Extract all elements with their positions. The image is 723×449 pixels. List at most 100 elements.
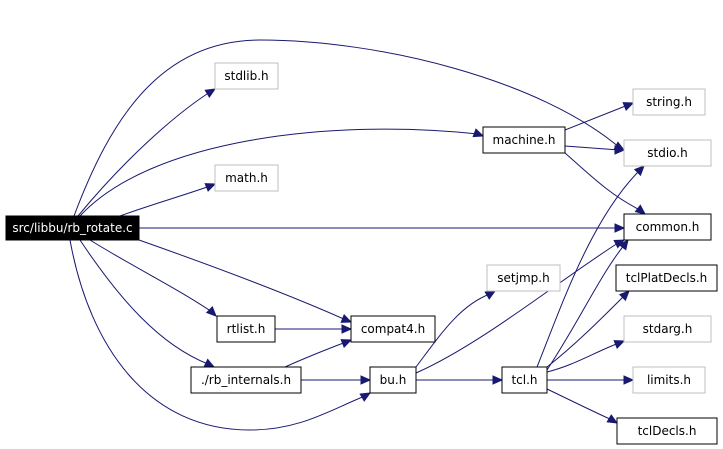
edge-rb_rotate-to-compat4 <box>138 239 353 323</box>
edge-bu-to-tcl <box>416 375 504 385</box>
arrow-head-icon <box>614 145 626 155</box>
arrow-head-icon <box>618 290 630 302</box>
arrow-head-icon <box>484 290 497 300</box>
arrow-head-icon <box>614 223 626 233</box>
edge-line <box>564 152 641 211</box>
arrow-head-icon <box>618 239 629 251</box>
node-compat4[interactable]: compat4.h <box>350 315 436 343</box>
node-box <box>623 213 712 241</box>
edge-rbint-to-bu <box>301 375 372 385</box>
arrow-head-icon <box>492 375 504 385</box>
node-string: string.h <box>632 88 706 116</box>
edge-line <box>138 239 347 321</box>
node-rbint[interactable]: ./rb_internals.h <box>190 366 302 394</box>
node-limits: limits.h <box>632 366 706 394</box>
edge-line <box>546 388 613 421</box>
node-box <box>632 366 706 394</box>
node-label: string.h <box>646 95 692 109</box>
node-label: machine.h <box>493 133 556 147</box>
node-tcl[interactable]: tcl.h <box>501 366 548 394</box>
node-label: src/libbu/rb_rotate.c <box>12 221 132 235</box>
node-rtlist[interactable]: rtlist.h <box>216 315 276 343</box>
edge-rb_rotate-to-bu <box>69 239 372 431</box>
node-box <box>214 164 279 192</box>
node-box <box>615 264 718 292</box>
edge-rb_rotate-to-stdlib <box>77 88 217 217</box>
node-label: tclDecls.h <box>638 424 697 438</box>
node-box <box>216 315 276 343</box>
node-box <box>5 215 140 241</box>
arrow-head-icon <box>203 358 216 368</box>
edge-bu-to-common <box>415 239 626 374</box>
edge-line <box>77 91 211 217</box>
edge-line <box>415 242 619 374</box>
node-tclplat[interactable]: tclPlatDecls.h <box>615 264 718 292</box>
edge-line <box>79 239 209 365</box>
node-box <box>190 366 302 394</box>
arrow-head-icon <box>340 339 353 348</box>
node-box <box>482 126 566 154</box>
edges-layer <box>69 39 646 431</box>
node-box <box>369 366 417 394</box>
edge-line <box>564 104 629 131</box>
edge-line <box>536 169 641 368</box>
arrow-head-icon <box>341 324 353 334</box>
edge-rbint-to-compat4 <box>284 339 353 368</box>
node-stdarg: stdarg.h <box>623 315 712 343</box>
edge-machine-to-common <box>564 152 646 215</box>
node-label: tclPlatDecls.h <box>626 271 708 285</box>
node-label: setjmp.h <box>497 271 549 285</box>
node-label: math.h <box>225 171 268 185</box>
node-box <box>486 264 561 292</box>
node-rb_rotate[interactable]: src/libbu/rb_rotate.c <box>5 215 140 241</box>
edge-machine-to-string <box>564 102 635 131</box>
edge-rb_rotate-to-math <box>119 183 217 217</box>
arrow-head-icon <box>472 128 485 138</box>
node-setjmp: setjmp.h <box>486 264 561 292</box>
edge-rb_rotate-to-common <box>139 223 626 233</box>
arrow-head-icon <box>634 204 646 215</box>
node-common[interactable]: common.h <box>623 213 712 241</box>
node-box <box>616 417 718 445</box>
node-label: tcl.h <box>511 373 537 387</box>
edge-line <box>415 293 491 368</box>
arrow-head-icon <box>633 165 645 177</box>
nodes-layer: src/libbu/rb_rotate.c stdlib.h math.h machi… <box>5 62 718 445</box>
node-label: stdlib.h <box>224 69 268 83</box>
node-label: compat4.h <box>361 322 425 336</box>
arrow-head-icon <box>205 305 217 317</box>
edge-rb_rotate-to-rtlist <box>89 239 217 317</box>
node-box <box>501 366 548 394</box>
edge-tcl-to-stdarg <box>546 340 626 373</box>
node-box <box>214 62 279 90</box>
node-stdlib: stdlib.h <box>214 62 279 90</box>
node-box <box>623 139 712 167</box>
edge-line <box>79 128 479 217</box>
node-machine[interactable]: machine.h <box>482 126 566 154</box>
node-label: common.h <box>636 220 700 234</box>
edge-line <box>546 243 626 371</box>
edge-tcl-to-common <box>546 239 629 371</box>
node-label: limits.h <box>647 373 691 387</box>
edge-line <box>69 239 366 431</box>
edge-bu-to-setjmp <box>415 290 497 368</box>
arrow-head-icon <box>622 102 635 111</box>
edge-line <box>73 39 621 217</box>
node-label: stdarg.h <box>643 322 693 336</box>
node-math: math.h <box>214 164 279 192</box>
arrow-head-icon <box>340 314 353 323</box>
node-box <box>350 315 436 343</box>
arrow-head-icon <box>606 414 619 424</box>
node-tcldecls[interactable]: tclDecls.h <box>616 417 718 445</box>
edge-tcl-to-limits <box>547 375 635 385</box>
edge-rb_rotate-to-machine <box>79 128 485 217</box>
arrow-head-icon <box>359 392 372 402</box>
edge-line <box>119 185 211 217</box>
edge-rb_rotate-to-rbint <box>79 239 216 368</box>
edge-tcl-to-tclplat <box>546 290 630 368</box>
node-stdio: stdio.h <box>623 139 712 167</box>
node-bu[interactable]: bu.h <box>369 366 417 394</box>
edge-line <box>564 145 620 151</box>
edge-line <box>546 294 626 368</box>
